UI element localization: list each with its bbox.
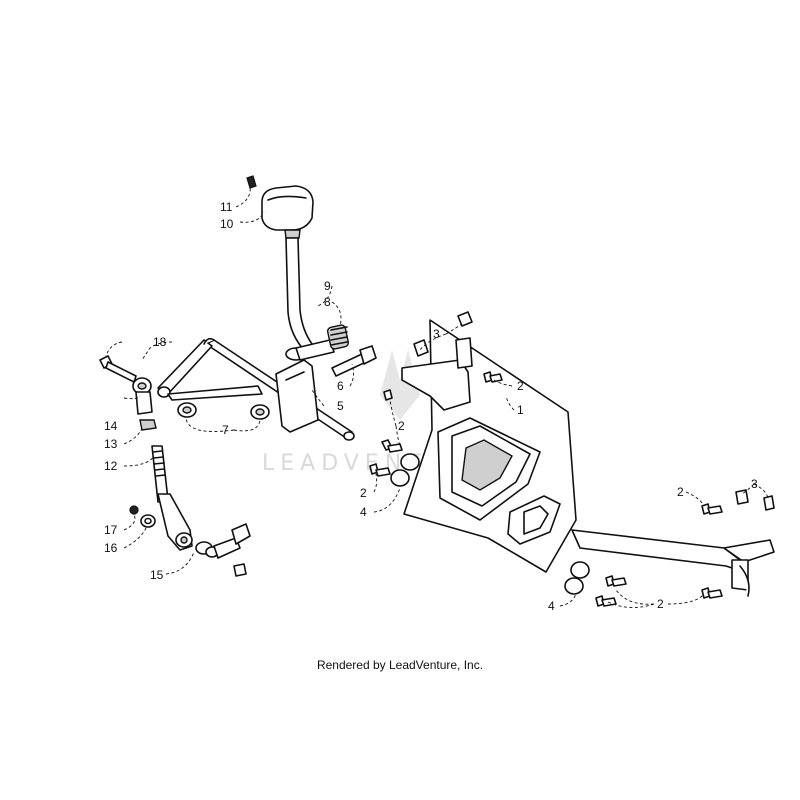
callout-2[interactable]: 2 — [657, 597, 664, 611]
lock-nut-right[interactable] — [250, 404, 270, 420]
e-clip[interactable] — [129, 505, 139, 515]
shift-lever[interactable] — [285, 237, 335, 361]
callout-9[interactable]: 9 — [324, 279, 331, 293]
callout-4[interactable]: 4 — [548, 599, 555, 613]
callouts: 1 2 2 2 2 2 3 3 4 4 5 6 7 8 9 10 11 12 1… — [104, 200, 758, 613]
spacer-lower[interactable] — [564, 561, 590, 595]
callout-11[interactable]: 11 — [220, 200, 233, 214]
linkage-bolt[interactable] — [99, 355, 137, 383]
hex-bolt-2[interactable] — [383, 389, 393, 401]
shift-knob[interactable] — [261, 185, 314, 239]
callout-7[interactable]: 7 — [222, 423, 229, 437]
flange-nut-top[interactable] — [413, 311, 473, 357]
shift-shaft[interactable] — [157, 337, 355, 441]
callout-2[interactable]: 2 — [360, 486, 367, 500]
hex-bolt-8[interactable] — [701, 587, 723, 599]
callout-13[interactable]: 13 — [104, 437, 118, 451]
callout-5[interactable]: 5 — [337, 399, 344, 413]
callout-16[interactable]: 16 — [104, 541, 118, 555]
spacer-upper[interactable] — [390, 453, 420, 487]
callout-2[interactable]: 2 — [398, 419, 405, 433]
hex-bolt-3[interactable] — [381, 439, 403, 453]
lower-arm[interactable] — [157, 493, 193, 551]
hex-bolt-4[interactable] — [369, 463, 391, 477]
gate-bracket[interactable] — [401, 319, 775, 597]
callout-18[interactable]: 18 — [153, 335, 167, 349]
pivot-bolt[interactable] — [331, 345, 377, 377]
callout-2[interactable]: 2 — [517, 379, 524, 393]
callout-3[interactable]: 3 — [433, 327, 440, 341]
callout-17[interactable]: 17 — [104, 523, 118, 537]
hex-bolt-6[interactable] — [605, 575, 627, 587]
set-screw[interactable] — [246, 175, 257, 189]
jam-nut[interactable] — [139, 419, 157, 431]
linkage-pin[interactable] — [195, 523, 251, 577]
callout-10[interactable]: 10 — [220, 217, 234, 231]
lever-spring[interactable] — [326, 324, 350, 350]
callout-4[interactable]: 4 — [360, 505, 367, 519]
render-credit: Rendered by LeadVenture, Inc. — [316, 658, 484, 672]
washer[interactable] — [140, 514, 156, 528]
callout-14[interactable]: 14 — [104, 419, 118, 433]
leader-lines — [105, 185, 769, 608]
hex-bolt-7[interactable] — [595, 595, 617, 607]
hex-bolt-1[interactable] — [483, 371, 503, 383]
flange-nut-right[interactable] — [735, 489, 775, 511]
callout-6[interactable]: 6 — [337, 379, 344, 393]
callout-8[interactable]: 8 — [324, 295, 331, 309]
callout-2[interactable]: 2 — [677, 485, 684, 499]
callout-15[interactable]: 15 — [150, 568, 164, 582]
callout-3[interactable]: 3 — [751, 477, 758, 491]
callout-12[interactable]: 12 — [104, 459, 118, 473]
callout-1[interactable]: 1 — [517, 403, 524, 417]
hex-bolt-5[interactable] — [701, 503, 723, 515]
lock-nut-left[interactable] — [177, 402, 197, 418]
rod-end[interactable] — [132, 377, 153, 415]
